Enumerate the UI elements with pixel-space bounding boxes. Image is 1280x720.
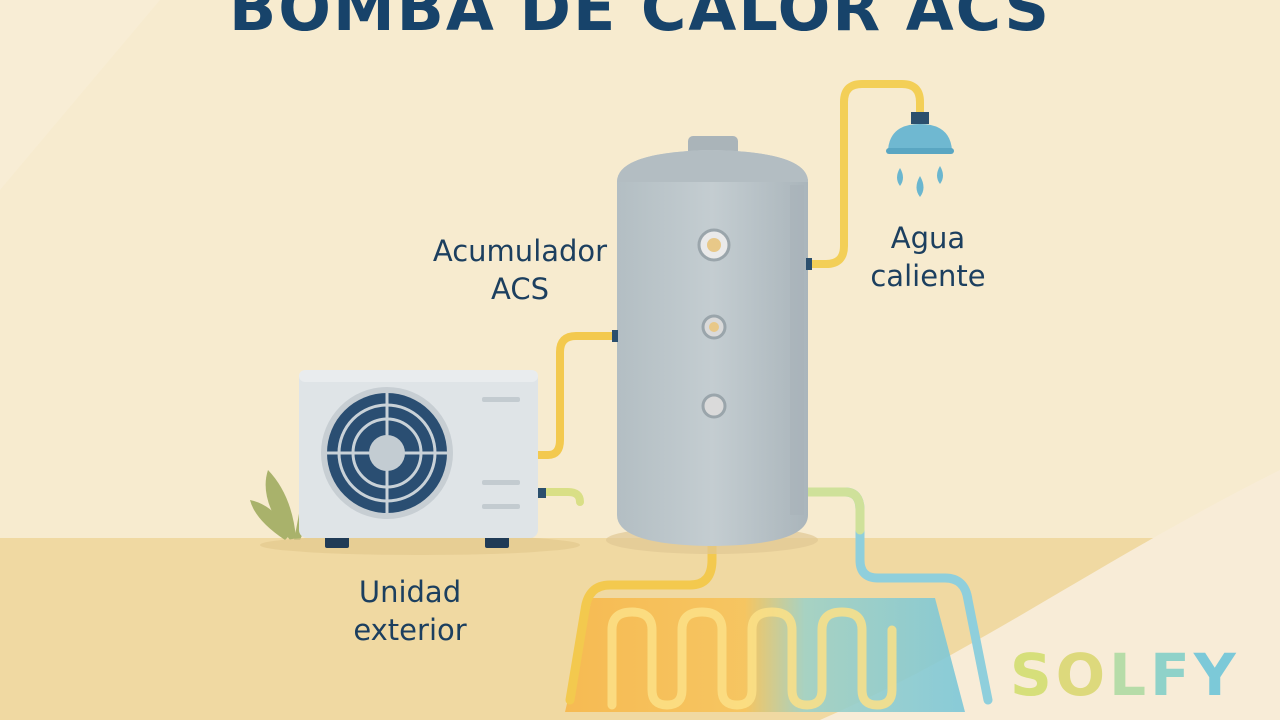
fan-icon <box>321 387 453 519</box>
brand-letter-s: S <box>1010 641 1056 709</box>
brand-logo: SOLFY <box>1010 640 1260 710</box>
pipe-unit-to-tank <box>534 332 620 459</box>
hot-water-label-line-2: caliente <box>870 259 986 293</box>
brand-letter-f: F <box>1150 641 1194 709</box>
pipe-unit-return <box>534 488 584 506</box>
water-drop-icon <box>897 166 943 197</box>
brand-letter-o: O <box>1055 641 1110 709</box>
brand-letter-y: Y <box>1193 641 1240 709</box>
shower-head-icon <box>886 112 954 154</box>
pipe-tank-to-floor-hot <box>565 400 717 705</box>
outdoor-unit-label: Unidad exterior <box>330 573 490 649</box>
tank-label: Acumulador ACS <box>415 232 625 308</box>
brand-letter-l: L <box>1109 641 1151 709</box>
outdoor-unit-label-line-2: exterior <box>353 613 467 647</box>
tank-label-line-2: ACS <box>491 272 549 306</box>
pipe-hot-water <box>804 80 924 268</box>
hot-water-label-line-1: Agua <box>890 221 966 255</box>
hot-water-label: Agua caliente <box>848 219 1008 295</box>
water-tank-icon <box>606 136 818 554</box>
underfloor-heating-coil-icon <box>565 598 965 712</box>
outdoor-unit-label-line-1: Unidad <box>358 575 462 609</box>
light-wave <box>820 470 1280 720</box>
page-title: BOMBA DE CALOR ACS <box>229 0 1051 45</box>
tank-label-line-1: Acumulador <box>432 234 608 268</box>
